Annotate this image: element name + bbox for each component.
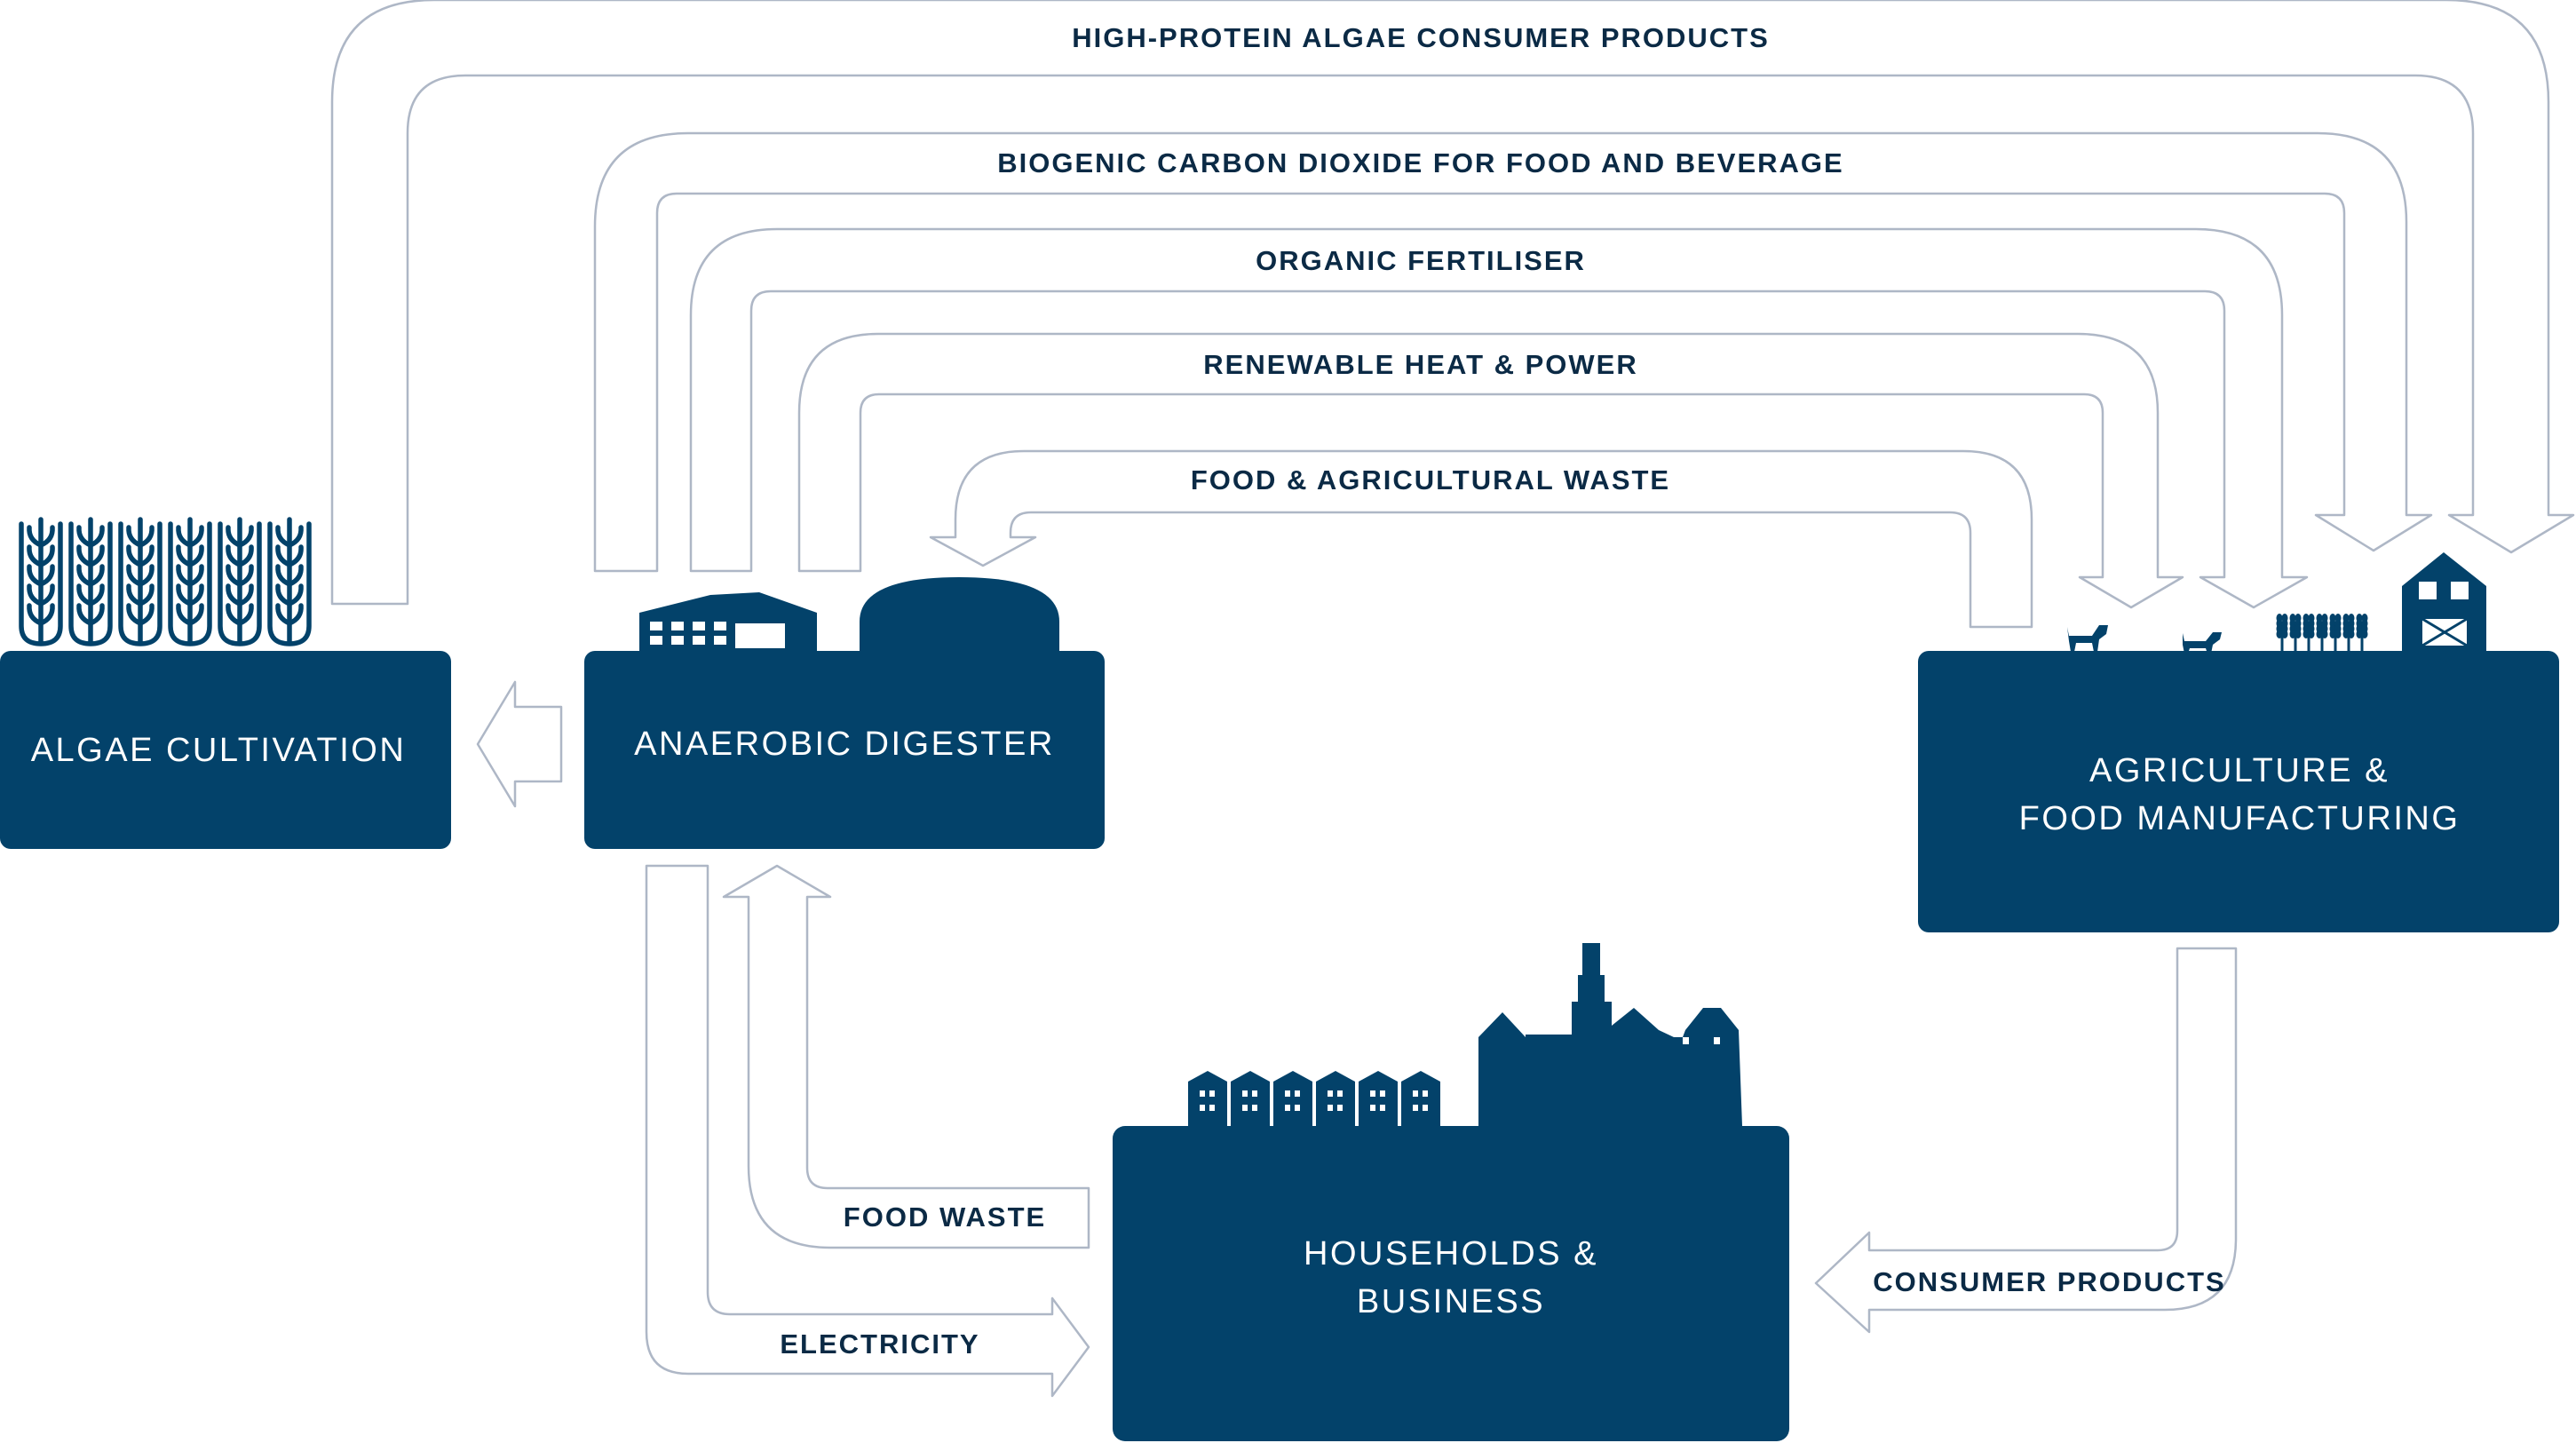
house: [1316, 1071, 1355, 1126]
algae-plant: [267, 517, 312, 646]
wheat-stalk: [2356, 614, 2368, 652]
node-households-business: [1113, 1126, 1789, 1441]
arrow-high-protein-products: [330, 0, 2575, 606]
arrow-renewable-heat-power: [797, 332, 2184, 609]
cow-icon: [2067, 625, 2222, 654]
town-skyline-icon: [1188, 943, 1742, 1126]
house: [1231, 1071, 1270, 1126]
arrow-organic-fertiliser: [689, 227, 2309, 609]
wheat-icon: [2276, 614, 2368, 652]
arrow-biogenic-co2: [593, 131, 2433, 573]
digester-tank-icon: [860, 577, 1059, 654]
factory-icon: [639, 592, 817, 653]
wheat-stalk: [2303, 614, 2315, 652]
algae-plant: [118, 517, 162, 646]
wheat-stalk: [2329, 614, 2342, 652]
digester-label: ANAEROBIC DIGESTER: [634, 725, 1055, 763]
households-label-line1: HOUSEHOLDS &: [1304, 1235, 1598, 1273]
house: [1188, 1071, 1227, 1126]
flow-label-food-ag-waste: FOOD & AGRICULTURAL WASTE: [1191, 464, 1670, 496]
agriculture-label-line1: AGRICULTURE &: [2089, 752, 2390, 789]
arrow-digester-to-algae: [476, 680, 563, 808]
wheat-stalk: [2276, 614, 2288, 652]
node-agriculture-food: [1918, 651, 2559, 932]
algae-label: ALGAE CULTIVATION: [31, 732, 407, 769]
house: [1401, 1071, 1440, 1126]
house: [1273, 1071, 1312, 1126]
wheat-stalk: [2316, 614, 2328, 652]
house: [1359, 1071, 1398, 1126]
wheat-stalk: [2342, 614, 2355, 652]
flow-label-heat-power: RENEWABLE HEAT & POWER: [1203, 349, 1638, 380]
wheat-stalk: [2289, 614, 2302, 652]
households-label-line2: BUSINESS: [1357, 1283, 1545, 1320]
algae-plant: [218, 517, 262, 646]
arrow-consumer-products: [1814, 947, 2238, 1334]
algae-plant: [19, 517, 63, 646]
arrow-food-waste: [722, 864, 1090, 1249]
algae-plants-icon: [19, 517, 312, 646]
flow-label-fertiliser: ORGANIC FERTILISER: [1256, 245, 1586, 276]
flow-label-consumer-products: CONSUMER PRODUCTS: [1873, 1266, 2225, 1297]
algae-plant: [168, 517, 212, 646]
flow-label-high-protein: HIGH-PROTEIN ALGAE CONSUMER PRODUCTS: [1072, 22, 1770, 53]
flow-label-food-waste: FOOD WASTE: [844, 1201, 1046, 1233]
arrow-food-agricultural-waste: [929, 449, 2033, 629]
arrow-electricity: [645, 864, 1090, 1398]
agriculture-label-line2: FOOD MANUFACTURING: [2019, 800, 2461, 837]
barn-icon: [2402, 552, 2486, 652]
flow-label-biogenic-co2: BIOGENIC CARBON DIOXIDE FOR FOOD AND BEV…: [997, 147, 1843, 178]
node-algae-cultivation: [0, 651, 451, 849]
flow-label-electricity: ELECTRICITY: [780, 1328, 979, 1360]
algae-plant: [68, 517, 113, 646]
node-anaerobic-digester: [584, 651, 1105, 849]
